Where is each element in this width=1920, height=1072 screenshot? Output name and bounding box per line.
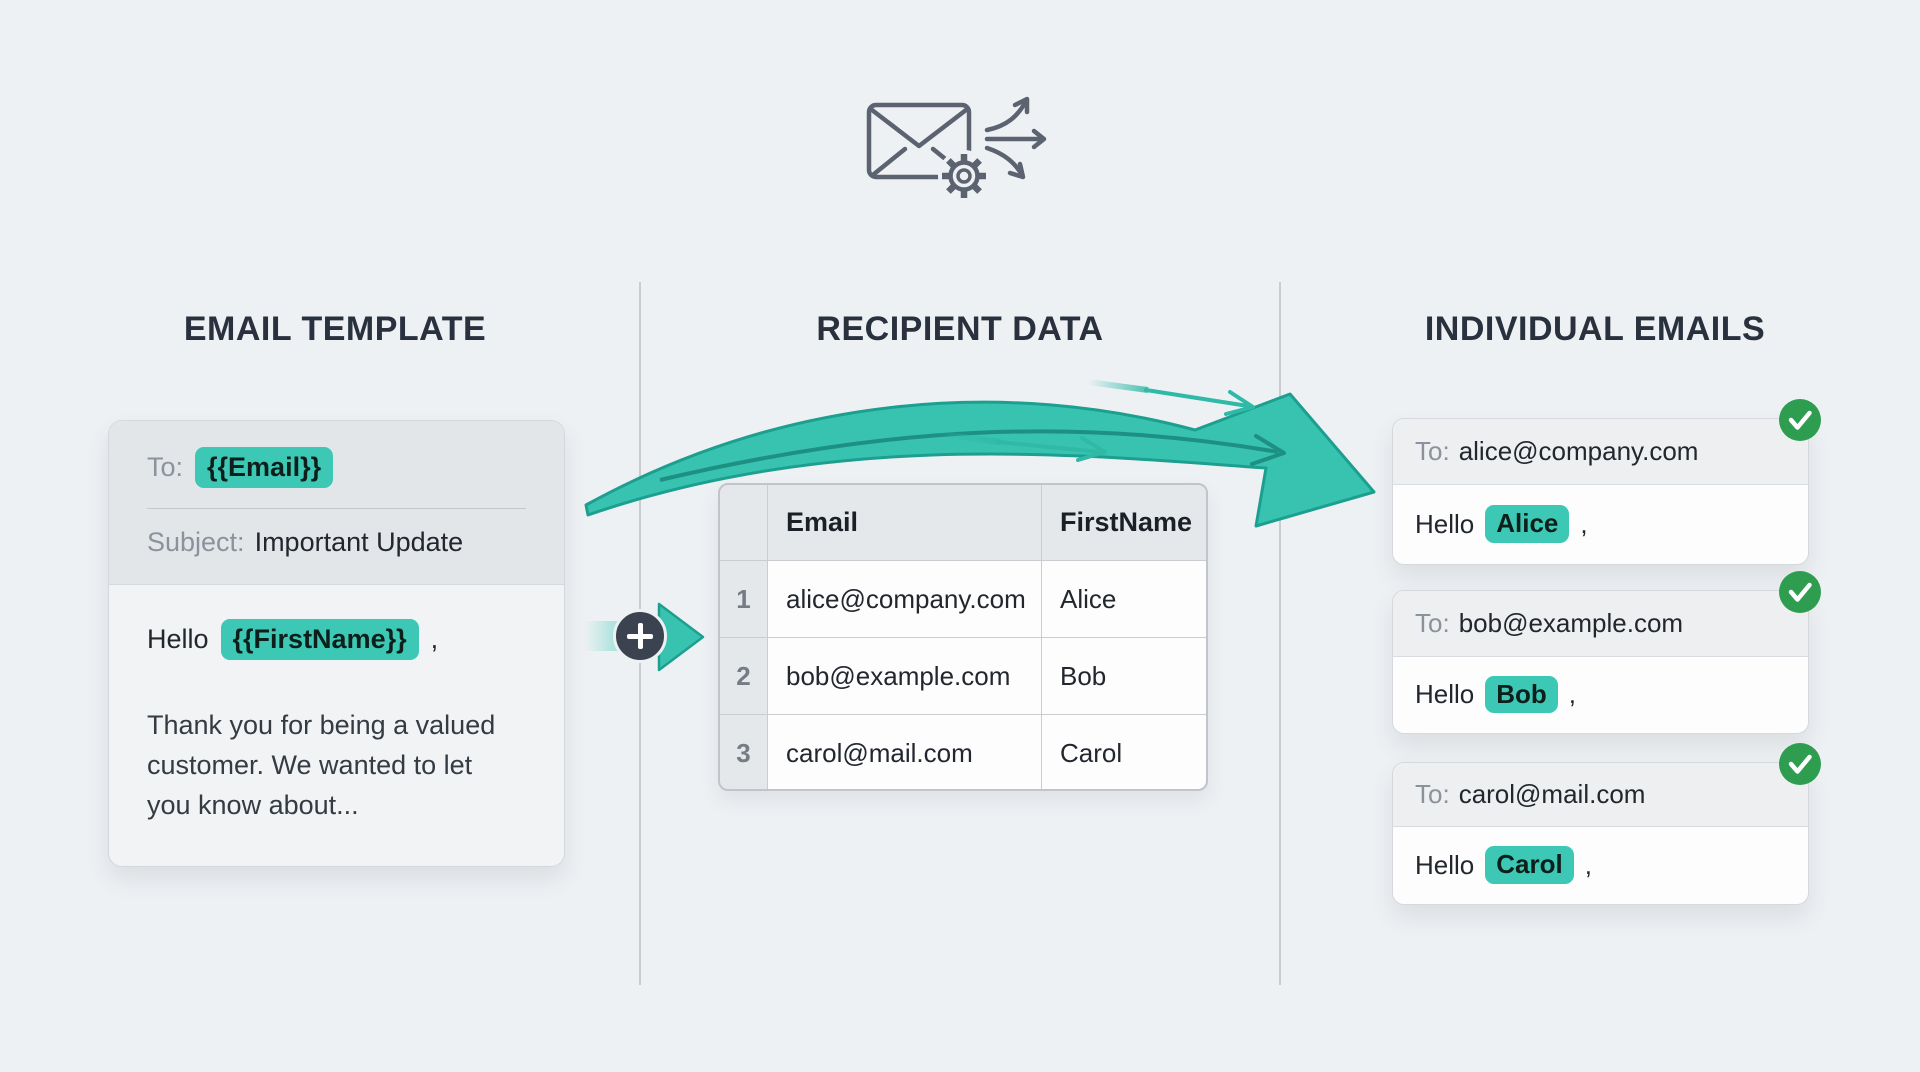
to-label: To:: [1415, 779, 1450, 809]
section-divider-right: [1279, 282, 1281, 985]
email-card-body: Hello Carol ,: [1393, 827, 1808, 903]
email-template-card: To: {{Email}} Subject: Important Update …: [108, 420, 565, 867]
speed-arrow-lower: [996, 440, 1102, 454]
greeting-prefix: Hello: [1415, 508, 1475, 539]
success-check-icon: [1779, 743, 1821, 785]
to-value: alice@company.com: [1458, 436, 1699, 466]
greeting-suffix: ,: [1584, 849, 1592, 880]
individual-email-card: To: bob@example.com Hello Bob ,: [1392, 590, 1809, 734]
email-card-header: To: alice@company.com: [1393, 419, 1808, 485]
template-card-header: To: {{Email}} Subject: Important Update: [109, 421, 564, 585]
to-label: To:: [1415, 608, 1450, 638]
envelope-icon: [866, 102, 972, 180]
header-divider: [147, 508, 526, 509]
recipient-name-chip: Carol: [1485, 846, 1574, 884]
email-cell: alice@company.com: [768, 561, 1041, 637]
greeting-prefix: Hello: [147, 624, 209, 655]
row-number: 3: [720, 715, 767, 789]
greeting-suffix: ,: [1568, 679, 1577, 709]
firstname-cell: Bob: [1042, 638, 1206, 714]
section-title-individual-emails: INDIVIDUAL EMAILS: [1424, 310, 1766, 348]
individual-email-card: To: carol@mail.com Hello Carol ,: [1392, 762, 1809, 905]
subject-value: Important Update: [254, 527, 464, 557]
to-value: carol@mail.com: [1458, 779, 1646, 809]
email-card-body: Hello Alice ,: [1393, 485, 1808, 563]
mail-merge-icon: [866, 96, 1047, 202]
row-number: 2: [720, 638, 767, 714]
recipient-name-chip: Bob: [1485, 675, 1558, 714]
greeting-prefix: Hello: [1415, 849, 1475, 880]
email-card-body: Hello Bob ,: [1393, 657, 1808, 732]
email-variable-chip: {{Email}}: [195, 447, 334, 489]
column-header-email: Email: [768, 485, 1041, 560]
row-number: 1: [720, 561, 767, 637]
greeting-suffix: ,: [430, 624, 439, 655]
gear-halo: [938, 150, 990, 202]
fan-out-arrows-icon: [984, 96, 1047, 180]
template-greeting: Hello {{FirstName}} ,: [147, 619, 439, 661]
individual-email-card: To: alice@company.com Hello Alice ,: [1392, 418, 1809, 565]
template-body-text: Thank you for being a valued customer. W…: [147, 705, 495, 825]
speed-arrow-trail: [1087, 379, 1149, 393]
greeting-prefix: Hello: [1415, 679, 1475, 709]
body-line: you know about...: [147, 790, 359, 820]
section-title-email-template: EMAIL TEMPLATE: [183, 310, 487, 348]
speed-arrow-trail: [937, 431, 1001, 445]
section-title-recipient-data: RECIPIENT DATA: [816, 310, 1104, 348]
to-label: To:: [147, 452, 184, 483]
email-card-header: To: bob@example.com: [1393, 591, 1808, 657]
body-line: Thank you for being a valued: [147, 710, 496, 740]
swoosh-inner-line: [659, 429, 1279, 482]
subject-label: Subject:: [147, 527, 245, 557]
greeting-suffix: ,: [1580, 508, 1588, 539]
plus-icon: [613, 609, 667, 663]
firstname-cell: Carol: [1042, 715, 1206, 789]
to-label: To:: [1415, 436, 1450, 466]
firstname-cell: Alice: [1042, 561, 1206, 637]
success-check-icon: [1779, 399, 1821, 441]
recipient-data-table: Email FirstName 1 alice@company.com Alic…: [718, 483, 1208, 791]
gear-icon: [942, 154, 986, 198]
column-header-firstname: FirstName: [1042, 485, 1206, 560]
success-check-icon: [1779, 571, 1821, 613]
to-value: bob@example.com: [1458, 608, 1684, 638]
email-cell: bob@example.com: [768, 638, 1041, 714]
firstname-variable-chip: {{FirstName}}: [220, 619, 419, 661]
body-line: customer. We wanted to let: [147, 750, 473, 780]
email-cell: carol@mail.com: [768, 715, 1041, 789]
speed-arrow-upper: [1144, 388, 1250, 408]
recipient-name-chip: Alice: [1485, 505, 1570, 543]
email-card-header: To: carol@mail.com: [1393, 763, 1808, 827]
row-number-header: [720, 485, 767, 560]
